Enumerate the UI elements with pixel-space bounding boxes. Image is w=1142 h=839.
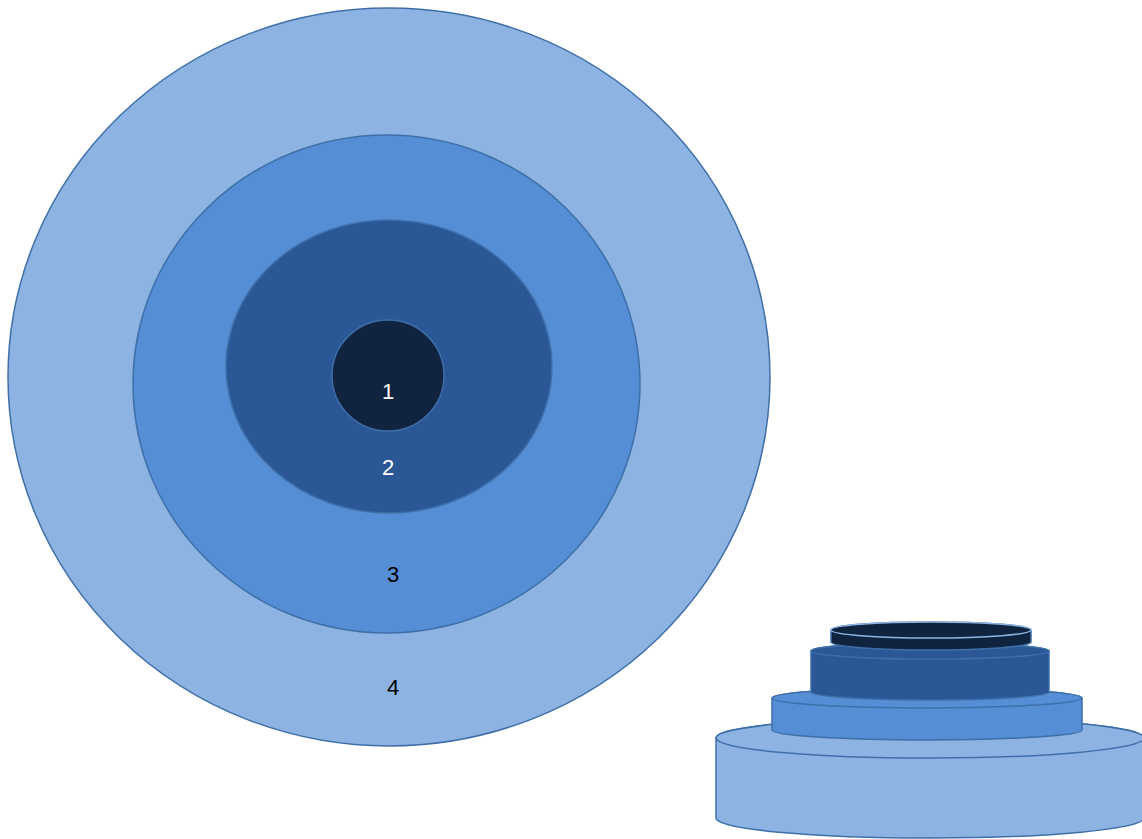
circle-fill: [133, 135, 640, 633]
ring-circle: 21: [226, 220, 552, 513]
ring-circle: 321: [133, 135, 640, 633]
circle-fill: [226, 220, 552, 513]
circle-outline: [332, 320, 444, 431]
ring-circle: 1: [332, 320, 444, 431]
ring-number: 3: [387, 564, 399, 586]
cylinder-top: [831, 622, 1031, 638]
ring-number: 2: [382, 457, 394, 479]
circle-fill: [8, 8, 770, 746]
cylinder-layer: [831, 622, 1031, 650]
ring-number: 4: [387, 677, 399, 699]
circle-fill: [332, 320, 444, 431]
ring-number: 1: [382, 381, 394, 403]
ring-circle: 4321: [8, 8, 770, 746]
cylinder-layer: [811, 643, 1049, 700]
